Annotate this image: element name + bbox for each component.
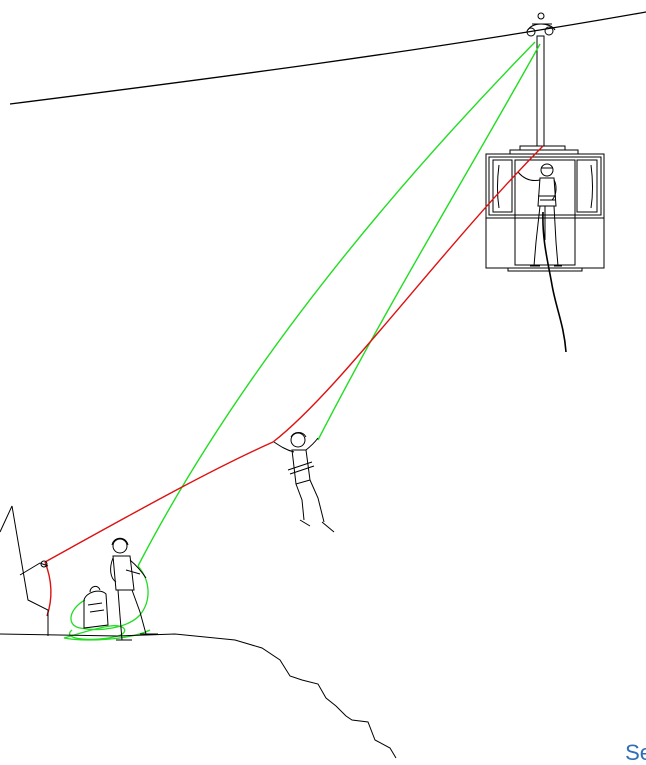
hanging-rope [542, 211, 567, 353]
ground-cliff [0, 633, 397, 759]
wall-anchor-icon [0, 505, 49, 636]
green-rope-upper [137, 41, 536, 567]
red-rope-tail [44, 561, 52, 617]
haul-cable [9, 11, 646, 105]
ground-rescuer-icon [110, 537, 158, 641]
corner-text-fragment: Se [625, 740, 646, 765]
evacuee-on-rope-icon [273, 432, 335, 533]
rescuer-in-cabin-icon [517, 163, 562, 267]
red-rope [44, 145, 544, 563]
rescue-bag-icon [83, 585, 109, 629]
green-rope-lower [317, 43, 541, 441]
green-rope-pile [63, 565, 151, 641]
cable-car-icon [485, 12, 605, 272]
